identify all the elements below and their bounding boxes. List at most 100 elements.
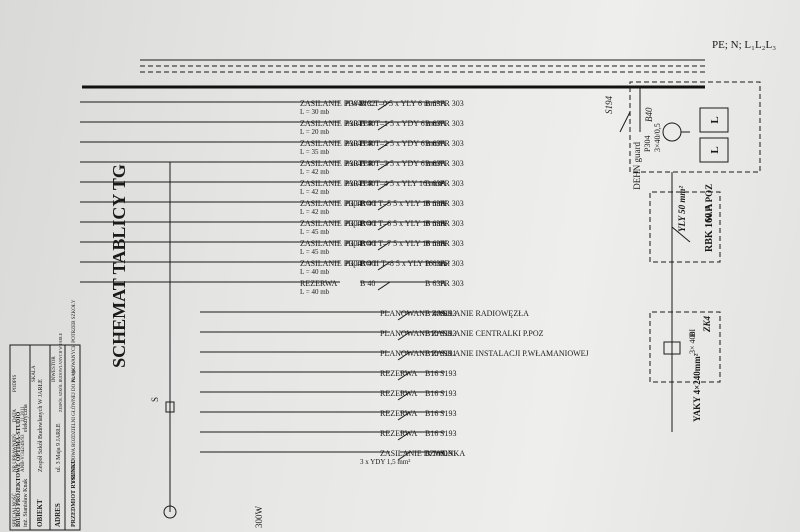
cable1-label: YLY 50 mm² bbox=[677, 186, 687, 232]
circuit-sw: B 40 bbox=[360, 139, 375, 148]
circuit-length: L = 42 mb bbox=[300, 188, 330, 196]
meter-1-label: L bbox=[709, 116, 721, 123]
circuit-p2: B 63A bbox=[425, 219, 446, 228]
breaker-icon bbox=[377, 241, 391, 251]
circuit-length: L = 42 mb bbox=[300, 168, 330, 176]
tb-nr-label: Nr. rys. bbox=[72, 367, 77, 382]
circuit-p2: B 63A bbox=[425, 119, 446, 128]
circuit-label: REZERWA bbox=[380, 409, 418, 418]
bell-power: 300W bbox=[254, 506, 264, 529]
circuit-p1: FR 303 bbox=[440, 179, 464, 188]
rcd-label-a: P304 bbox=[643, 136, 652, 152]
tb-office: BIURO PROJEKTOWE OPTIMA-STUDIO bbox=[16, 411, 22, 527]
bell-switch-label: S bbox=[150, 397, 160, 402]
circuit-sw2: P304 bbox=[345, 139, 361, 148]
circuit-p1: S193 bbox=[440, 329, 456, 338]
circuit-p1: S193 bbox=[440, 409, 456, 418]
zk-label: ZK4 bbox=[702, 315, 712, 333]
circuit-sw: B 40 bbox=[360, 199, 375, 208]
circuit-p2: B 63A bbox=[425, 159, 446, 168]
tb-v2: ANB-V/342/49/93 bbox=[21, 434, 26, 472]
circuit-sw2: P304 bbox=[345, 219, 361, 228]
circuit-p1: FR 303 bbox=[440, 279, 464, 288]
breaker-icon bbox=[377, 201, 391, 211]
tb-inwestor: ZESPÓŁ SZKÓŁ BUDOWLANYCH W JARŁE bbox=[58, 332, 63, 412]
circuit-label: ZASILANIE PIĘTRO I T–6 5 x YLY 16 mm² bbox=[300, 219, 448, 228]
circuit-p2: B10 bbox=[425, 329, 438, 338]
breaker-icon bbox=[397, 351, 411, 361]
circuit-length: L = 45 mb bbox=[300, 248, 330, 256]
circuit-p2: B10 bbox=[425, 349, 438, 358]
tb-h1: SPECJALNOŚĆ bbox=[12, 492, 18, 527]
circuit-p2: B 63A bbox=[425, 199, 446, 208]
tb-przedmiot: PRZEBUDOWA ROZDZIELNI GŁÓWNEJ DO PLANOWA… bbox=[71, 299, 77, 482]
circuit-label: ZASILANIE PARTER T–2 5 x YDY 6 mm² bbox=[300, 139, 442, 148]
main-fuse-switch bbox=[619, 111, 631, 133]
circuit-p1: FR 303 bbox=[440, 199, 464, 208]
circuit-label: REZERWA bbox=[380, 389, 418, 398]
circuit-p1: FR 303 bbox=[440, 159, 464, 168]
tb-adres-label: ADRES bbox=[54, 503, 62, 527]
meter-enclosure bbox=[629, 81, 761, 173]
circuit-p2: B 63A bbox=[425, 179, 446, 188]
circuit-p2: B 63A bbox=[425, 259, 446, 268]
circuit-p1: S193 bbox=[440, 429, 456, 438]
circuit-label: PLANOWANE ZASILANIE CENTRALKI P.POZ bbox=[380, 329, 544, 338]
circuit-sw2: P304 bbox=[345, 159, 361, 168]
switch-note: W.P. POZ bbox=[704, 184, 714, 222]
circuit-length: L = 35 mb bbox=[300, 148, 330, 156]
circuit-label: ZASILANIE PIĘTRO II T–8 5 x YLY 16 mm² bbox=[300, 259, 450, 268]
current-transformer-icon bbox=[662, 122, 682, 142]
dehn-label: DEHN guard bbox=[632, 142, 642, 190]
breaker-icon bbox=[397, 451, 411, 461]
circuit-p1: FR 303 bbox=[440, 119, 464, 128]
rbk-switch-icon bbox=[671, 226, 691, 243]
circuit-sw: B 40 bbox=[360, 279, 375, 288]
supply-label: PE; N; L₁L₂L₃ bbox=[712, 39, 776, 51]
circuit-p2: B 63A bbox=[425, 139, 446, 148]
breaker-icon bbox=[397, 431, 411, 441]
tb-obiekt-label: OBIEKT bbox=[36, 499, 44, 527]
circuit-sw2: P304 bbox=[345, 179, 361, 188]
tb-adres: ul. 3 Maja 9 JARŁE bbox=[56, 423, 62, 472]
main-fuse-label: S194 bbox=[604, 96, 614, 115]
breaker-icon bbox=[397, 391, 411, 401]
circuit-sw: B 40 bbox=[360, 119, 375, 128]
tb-inwestor-label: INWESTOR bbox=[52, 356, 57, 382]
breaker-icon bbox=[377, 141, 391, 151]
circuit-label: ZASILANIE PARTER T–1 5 x YDY 6 mm² bbox=[300, 119, 442, 128]
circuit-length: L = 20 mb bbox=[300, 128, 330, 136]
cable2-label: YAKY 4×240mm² bbox=[692, 353, 702, 422]
tb-h3: DATA bbox=[13, 409, 18, 422]
tb-h4: PODPIS bbox=[13, 375, 18, 392]
circuit-sw: B 40 bbox=[360, 219, 375, 228]
breaker-icon bbox=[377, 221, 391, 231]
tb-v3: 11.2011 bbox=[21, 406, 26, 422]
circuit-p1: FR 303 bbox=[440, 139, 464, 148]
tb-przedmiot-label: PRZEDMIOT RYSUNKU bbox=[71, 458, 77, 527]
breaker-icon bbox=[377, 101, 391, 111]
circuit-p1: S193 bbox=[440, 369, 456, 378]
circuit-sw: B 40 bbox=[360, 159, 375, 168]
circuit-length: L = 40 mb bbox=[300, 288, 330, 296]
circuit-label: REZERWA bbox=[380, 429, 418, 438]
rcd-label-b: 3×40/0,5 bbox=[653, 123, 662, 152]
breaker-icon bbox=[397, 331, 411, 341]
meter-2-icon bbox=[699, 137, 729, 163]
meter-1-icon bbox=[699, 107, 729, 133]
breaker-icon bbox=[377, 281, 391, 291]
circuit-p1: FR 303 bbox=[440, 99, 464, 108]
circuit-sw2: P304 bbox=[345, 99, 361, 108]
